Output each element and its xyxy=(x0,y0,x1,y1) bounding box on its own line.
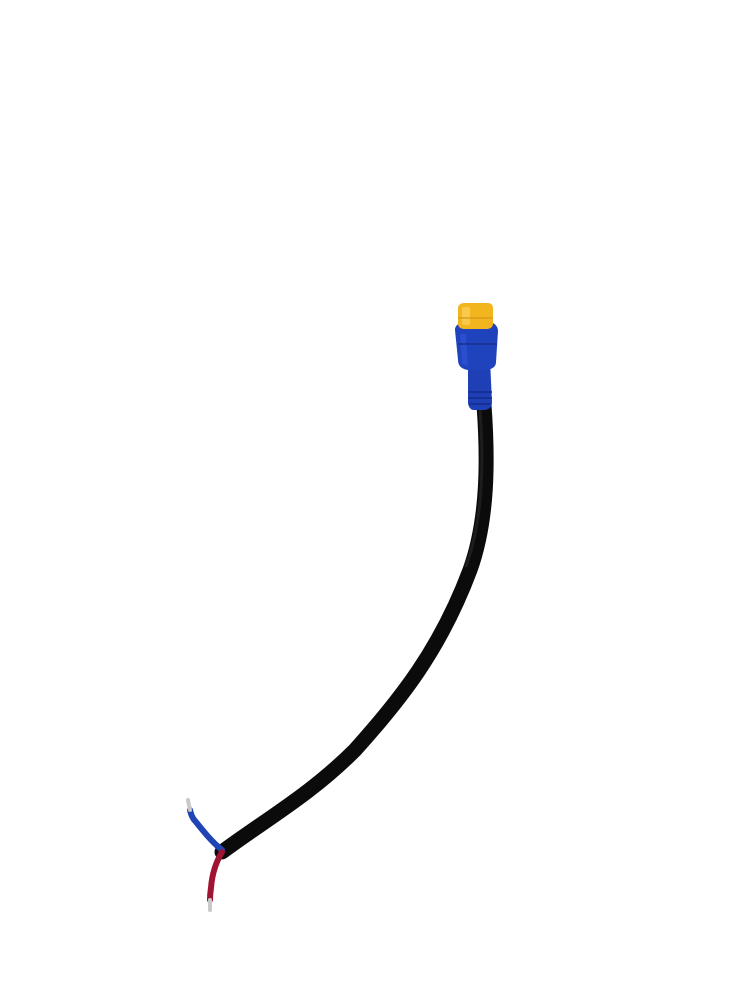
blue-wire-conductor xyxy=(186,798,192,812)
blue-wire-lead xyxy=(187,807,225,853)
cable-jacket xyxy=(214,397,494,860)
connector-yellow-tip xyxy=(458,303,493,329)
red-wire-lead xyxy=(207,849,225,903)
cable-highlight xyxy=(464,408,484,568)
connector-body xyxy=(455,322,498,410)
